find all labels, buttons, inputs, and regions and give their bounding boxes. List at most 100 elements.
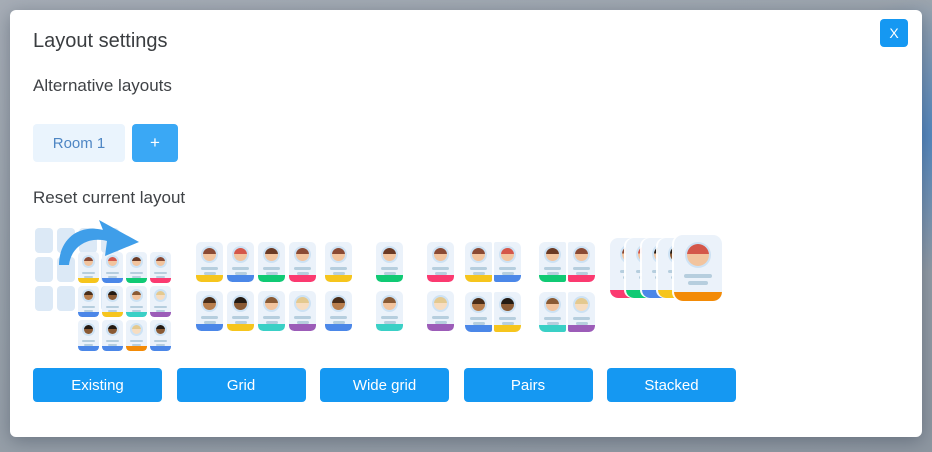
- name-line: [294, 316, 311, 319]
- student-card: [674, 235, 722, 301]
- student-avatar: [544, 246, 561, 263]
- name-line: [573, 267, 590, 270]
- room-tab-1[interactable]: Room 1: [33, 124, 125, 162]
- add-room-button[interactable]: +: [132, 124, 178, 162]
- pairs-layout-button[interactable]: Pairs: [463, 368, 593, 402]
- student-avatar: [432, 295, 449, 312]
- name-line: [688, 281, 708, 285]
- student-avatar: [470, 296, 487, 313]
- name-line: [383, 272, 396, 275]
- close-button[interactable]: X: [880, 19, 908, 47]
- name-line: [156, 276, 165, 278]
- student-avatar: [154, 289, 167, 302]
- name-line: [381, 267, 398, 270]
- name-line: [573, 317, 590, 320]
- card-color-bar: [126, 312, 147, 317]
- seat-pair: [539, 242, 595, 282]
- student-avatar: [154, 323, 167, 336]
- student-avatar: [294, 246, 311, 263]
- grid-layout-button[interactable]: Grid: [176, 368, 306, 402]
- card-color-bar: [150, 278, 171, 283]
- student-card: [376, 242, 403, 282]
- avatar-face: [108, 325, 117, 334]
- student-avatar: [106, 323, 119, 336]
- name-line: [82, 340, 95, 342]
- existing-layout-button[interactable]: Existing: [33, 368, 162, 402]
- avatar-face: [383, 297, 396, 310]
- student-card: [102, 252, 123, 283]
- student-card: [196, 291, 223, 331]
- wide-grid-layout-button[interactable]: Wide grid: [320, 368, 449, 402]
- card-color-bar: [227, 275, 254, 282]
- name-line: [546, 272, 559, 275]
- name-line: [84, 276, 93, 278]
- student-avatar: [130, 323, 143, 336]
- name-line: [575, 272, 588, 275]
- student-card: [325, 242, 352, 282]
- student-avatar: [130, 289, 143, 302]
- name-line: [263, 267, 280, 270]
- name-line: [432, 316, 449, 319]
- name-line: [84, 344, 93, 346]
- student-card: [568, 292, 595, 332]
- student-avatar: [106, 289, 119, 302]
- name-line: [330, 267, 347, 270]
- room-tabs-row: Room 1 +: [33, 124, 178, 162]
- avatar-face: [132, 291, 141, 300]
- card-color-bar: [258, 275, 285, 282]
- student-avatar: [470, 246, 487, 263]
- stacked-layout-button[interactable]: Stacked: [607, 368, 736, 402]
- name-line: [544, 317, 561, 320]
- preview-stacked: [610, 222, 755, 360]
- card-color-bar: [102, 346, 123, 351]
- card-color-bar: [78, 312, 99, 317]
- page-title: Layout settings: [33, 30, 168, 52]
- card-color-bar: [126, 346, 147, 351]
- student-avatar: [499, 246, 516, 263]
- name-line: [232, 316, 249, 319]
- name-line: [203, 321, 216, 324]
- empty-seat: [35, 228, 53, 253]
- avatar-face: [472, 298, 485, 311]
- card-color-bar: [494, 325, 521, 332]
- card-color-bar: [289, 275, 316, 282]
- seat-pair: [465, 242, 521, 282]
- student-card: [568, 242, 595, 282]
- name-line: [84, 310, 93, 312]
- avatar-face: [575, 248, 588, 261]
- avatar-face: [546, 298, 559, 311]
- student-avatar: [154, 255, 167, 268]
- seat-pair: [539, 292, 595, 332]
- student-card: [465, 242, 492, 282]
- name-line: [106, 306, 119, 308]
- name-line: [499, 267, 516, 270]
- reset-arrow-icon: [53, 217, 149, 271]
- student-avatar: [499, 296, 516, 313]
- layout-settings-modal: Layout settings X Alternative layouts Ro…: [10, 10, 922, 437]
- name-line: [265, 321, 278, 324]
- card-color-bar: [78, 278, 99, 283]
- card-color-bar: [539, 325, 566, 332]
- name-line: [132, 310, 141, 312]
- layout-previews: [10, 220, 922, 362]
- card-color-bar: [150, 346, 171, 351]
- student-avatar: [330, 295, 347, 312]
- avatar-face: [132, 257, 141, 266]
- student-avatar: [201, 246, 218, 263]
- card-color-bar: [289, 324, 316, 331]
- arranged-seat-grid: [78, 252, 171, 351]
- avatar-face: [132, 325, 141, 334]
- empty-seat: [57, 286, 75, 311]
- name-line: [108, 276, 117, 278]
- student-card: [150, 252, 171, 283]
- student-avatar: [381, 246, 398, 263]
- student-avatar: [432, 246, 449, 263]
- name-line: [106, 340, 119, 342]
- card-color-bar: [674, 292, 722, 301]
- student-avatar: [232, 295, 249, 312]
- name-line: [234, 321, 247, 324]
- card-color-bar: [325, 324, 352, 331]
- student-card: [289, 291, 316, 331]
- card-color-bar: [227, 324, 254, 331]
- name-line: [232, 267, 249, 270]
